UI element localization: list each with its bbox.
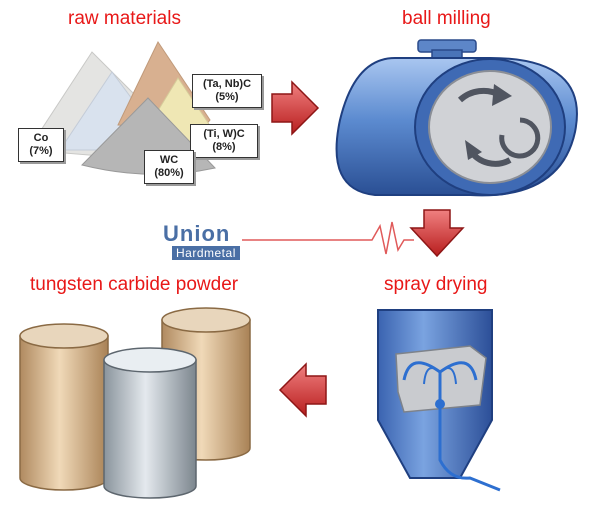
powder-drum-left (19, 323, 109, 491)
arrow-right-icon (271, 80, 320, 136)
step-ball-milling-title: ball milling (402, 8, 491, 29)
component-name: WC (159, 154, 179, 166)
component-percent: (5%) (215, 91, 239, 103)
step-powder-title: tungsten carbide powder (30, 274, 239, 295)
component-tag-ta-nb-c: (Ta, Nb)C (5%) (192, 74, 262, 108)
component-name: Co (33, 132, 49, 144)
watermark-subtitle: Hardmetal (172, 246, 240, 260)
watermark-logo: Union (163, 221, 231, 246)
powder-drum-front (103, 347, 197, 499)
arrow-left-icon (278, 362, 327, 418)
component-name: (Ta, Nb)C (202, 78, 252, 90)
component-percent: (7%) (29, 145, 53, 157)
component-name: (Ti, W)C (203, 128, 245, 140)
component-tag-co: Co (7%) (18, 128, 64, 162)
arrow-down-icon (409, 209, 465, 258)
spray-dryer (377, 309, 501, 492)
component-percent: (80%) (154, 167, 184, 179)
component-tag-ti-w-c: (Ti, W)C (8%) (190, 124, 258, 158)
ball-mill (335, 39, 578, 197)
step-spray-drying-title: spray drying (384, 274, 488, 295)
watermark-signal-line (242, 221, 414, 255)
component-tag-wc: WC (80%) (144, 150, 194, 184)
step-raw-materials-title: raw materials (68, 8, 181, 29)
component-percent: (8%) (212, 141, 236, 153)
